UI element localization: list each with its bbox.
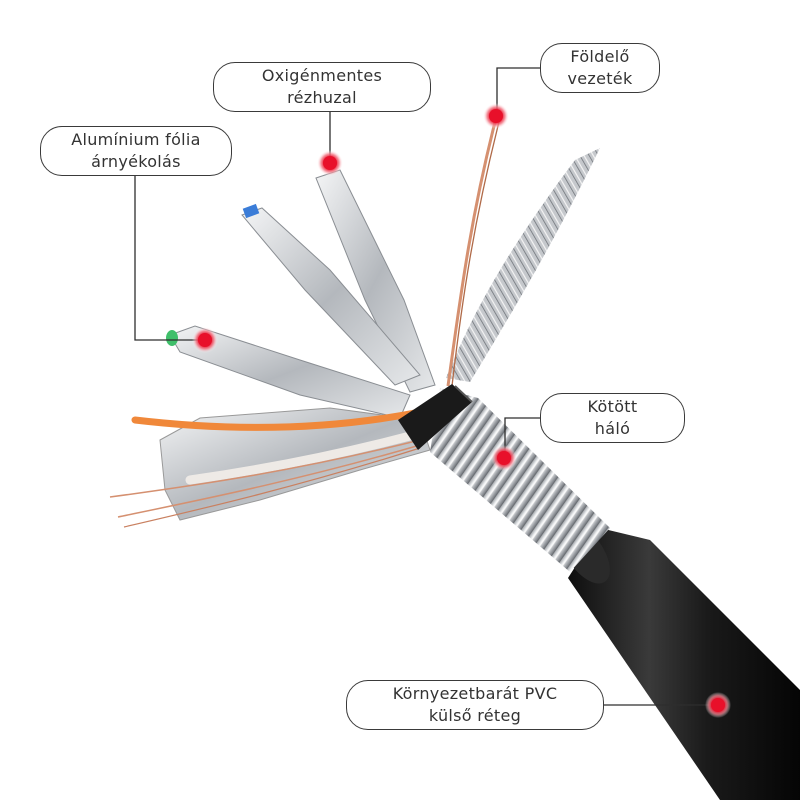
label-ground-line2: vezeték <box>567 69 633 88</box>
label-braided-mesh: Kötött háló <box>540 393 685 443</box>
pvc-jacket <box>568 528 800 800</box>
marker-dots <box>192 103 731 718</box>
label-jacket-line1: Környezetbarát PVC <box>392 684 558 703</box>
black-tape-band <box>398 384 472 450</box>
label-pvc-outer-jacket: Környezetbarát PVC külső réteg <box>346 680 604 730</box>
label-aluminum-foil-shielding: Alumínium fólia árnyékolás <box>40 126 232 176</box>
foil-strand-blue <box>241 207 421 386</box>
label-ground-wire: Földelő vezeték <box>540 43 660 93</box>
label-foil-line2: árnyékolás <box>91 152 181 171</box>
white-wire <box>185 427 430 485</box>
label-foil-line1: Alumínium fólia <box>71 130 201 149</box>
label-jacket-line2: külső réteg <box>428 706 522 725</box>
label-oxygen-free-copper: Oxigénmentes rézhuzal <box>213 62 431 112</box>
orange-wire <box>131 408 424 431</box>
copper-strands <box>109 439 421 498</box>
label-ground-line1: Földelő <box>570 47 630 66</box>
braided-shield <box>430 388 610 572</box>
twisted-braid-strand <box>446 148 600 382</box>
label-copper-line1: Oxigénmentes <box>261 66 383 85</box>
label-braid-line2: háló <box>594 419 631 438</box>
label-copper-line2: rézhuzal <box>287 88 357 107</box>
label-braid-line1: Kötött <box>587 397 638 416</box>
ground-wire <box>446 117 498 387</box>
